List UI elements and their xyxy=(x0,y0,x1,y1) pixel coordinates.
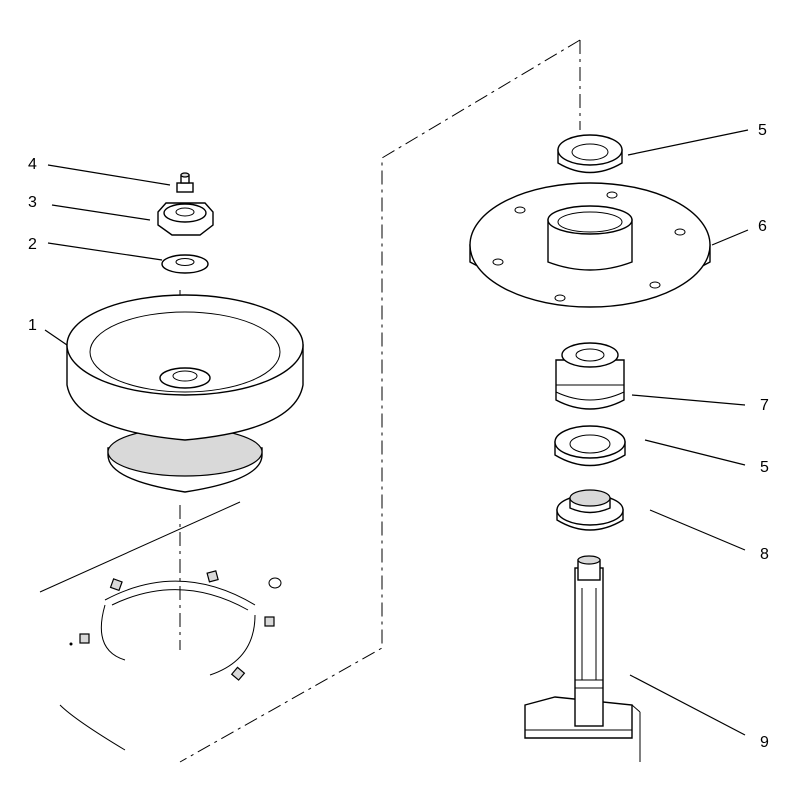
callout-9: 9 xyxy=(760,734,769,751)
callout-5-upper: 5 xyxy=(758,122,767,139)
callout-6: 6 xyxy=(758,218,767,235)
callout-7: 7 xyxy=(760,397,769,414)
callout-8: 8 xyxy=(760,546,769,563)
callout-3: 3 xyxy=(28,194,37,211)
callout-2: 2 xyxy=(28,236,37,253)
spindle-shaft xyxy=(524,555,641,762)
deck-plate xyxy=(39,501,282,751)
spindle-housing xyxy=(469,182,711,308)
washer xyxy=(161,254,209,274)
bearing-seal-upper xyxy=(557,134,623,174)
pulley xyxy=(66,294,304,493)
dashed-outline xyxy=(179,39,581,763)
seal xyxy=(556,489,624,531)
leader-lines xyxy=(44,129,749,736)
spindle-bearing xyxy=(555,342,625,410)
hex-nut xyxy=(157,202,214,236)
callout-5-lower: 5 xyxy=(760,459,769,476)
callout-4: 4 xyxy=(28,156,37,173)
callout-1: 1 xyxy=(28,317,37,334)
grease-fitting xyxy=(176,172,194,193)
bearing-seal-lower xyxy=(554,425,626,467)
